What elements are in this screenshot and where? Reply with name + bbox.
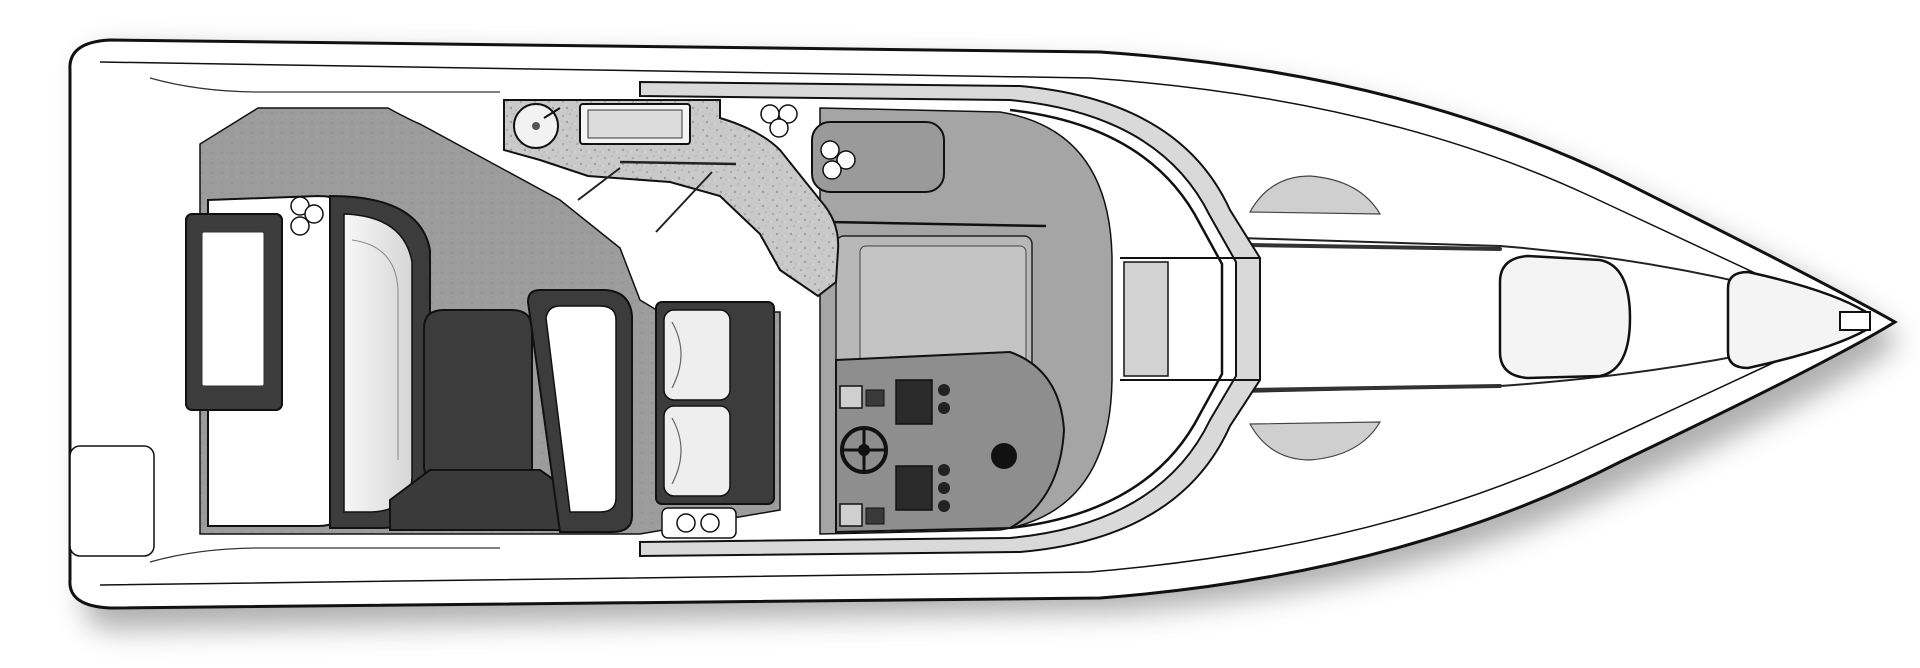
- counter-strut-fwd: [655, 171, 713, 233]
- cabin-divider: [829, 220, 1047, 228]
- aft-deck-line-starboard: [149, 547, 500, 563]
- windshield-inner-arc: [1009, 108, 1224, 530]
- aft-seat-cushion-curve: [351, 239, 399, 460]
- cup-holders-aft: [290, 196, 324, 236]
- swim-step: [69, 445, 155, 557]
- helm-console: [835, 350, 1066, 534]
- helm-seat-port: [663, 309, 731, 401]
- helm-gauges: [938, 384, 950, 512]
- bow-hatch-aft: [1498, 254, 1632, 380]
- helm-seat-port-fold: [671, 321, 682, 389]
- wet-bar-counter: [503, 99, 840, 298]
- sink-drain: [532, 122, 540, 130]
- cup-holders-bar: [760, 104, 798, 138]
- helm-gauge-panel-lower: [895, 465, 933, 511]
- helm-seat-starboard-fold: [671, 417, 682, 485]
- bow-rail-port-tube: [1248, 243, 1502, 251]
- side-vent-starboard: [1248, 421, 1382, 461]
- bow-cleat: [1839, 311, 1871, 331]
- companion-seat-cushion: [545, 305, 617, 513]
- helm-gauge-panel-upper: [895, 379, 933, 425]
- sink-faucet: [543, 107, 561, 119]
- compass: [991, 443, 1017, 469]
- throttle-controls-upper: [839, 385, 885, 409]
- transom-sun-pad-inner: [201, 231, 265, 387]
- steering-wheel: [840, 426, 888, 474]
- helm-seat-starboard: [663, 405, 731, 497]
- counter-rail: [619, 160, 737, 166]
- side-vent-port: [1248, 175, 1382, 215]
- counter-strut-aft: [577, 167, 621, 201]
- cup-holders-companion: [661, 507, 737, 539]
- walkthrough-door: [1123, 261, 1169, 377]
- throttle-controls-lower: [839, 503, 885, 527]
- cup-holders-cabin: [820, 140, 856, 180]
- cabin-hatch: [811, 121, 945, 193]
- cockpit-table: [423, 309, 533, 481]
- windshield: [639, 80, 1261, 558]
- aft-seat-cushion: [343, 213, 413, 513]
- bow-rail-starboard-tube: [1248, 384, 1502, 392]
- cooler-lid: [587, 109, 683, 139]
- aft-deck-line-port: [149, 77, 500, 93]
